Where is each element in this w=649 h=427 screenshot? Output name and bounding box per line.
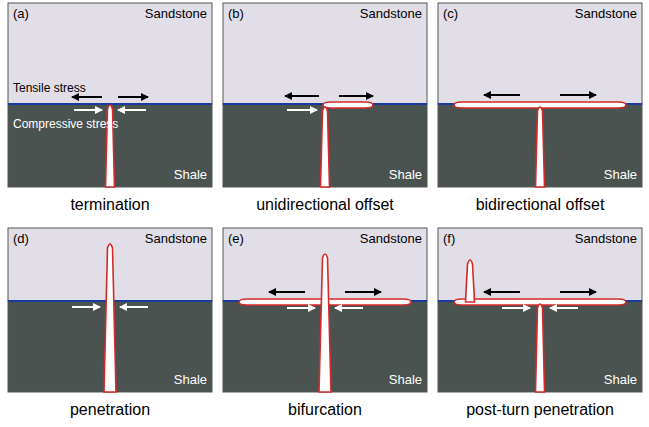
tensile-arrow xyxy=(560,291,596,293)
compressive-arrow xyxy=(120,306,148,308)
compressive-arrow xyxy=(118,109,146,111)
layer-name: Sandstone xyxy=(145,232,207,246)
layer-name: Sandstone xyxy=(145,7,207,21)
vertical-fracture xyxy=(536,304,545,392)
compressive-arrow xyxy=(74,109,102,111)
vertical-fracture xyxy=(536,107,545,187)
tensile-arrow xyxy=(484,291,520,293)
horizontal-fracture xyxy=(323,102,373,108)
tensile-arrow xyxy=(269,291,305,293)
panel-caption: termination xyxy=(70,196,149,214)
layer-name: Shale xyxy=(604,373,637,387)
stress-label: Compressive stress xyxy=(13,118,118,131)
panel-caption: unidirectional offset xyxy=(256,196,394,214)
panel-letter: (f) xyxy=(443,232,455,246)
compressive-arrow xyxy=(287,109,317,111)
shale-layer xyxy=(438,104,642,187)
shale-layer xyxy=(223,104,427,187)
panel-caption: post-turn penetration xyxy=(466,401,614,419)
tensile-arrow xyxy=(72,96,102,98)
tensile-arrow xyxy=(560,94,596,96)
layer-name: Sandstone xyxy=(575,232,637,246)
compressive-arrow xyxy=(550,307,578,309)
layer-name: Sandstone xyxy=(575,7,637,21)
panel-letter: (d) xyxy=(13,232,29,246)
tensile-arrow xyxy=(484,94,520,96)
layer-name: Shale xyxy=(389,168,422,182)
shale-layer xyxy=(8,104,212,187)
tensile-arrow xyxy=(339,95,373,97)
sandstone-layer xyxy=(8,3,212,104)
sandstone-layer xyxy=(438,228,642,301)
sandstone-layer xyxy=(223,3,427,104)
compressive-arrow xyxy=(502,307,530,309)
compressive-arrow xyxy=(72,306,100,308)
panel-caption: bifurcation xyxy=(288,401,362,419)
panel-letter: (a) xyxy=(13,7,29,21)
layer-name: Shale xyxy=(174,373,207,387)
tensile-arrow xyxy=(285,95,319,97)
compressive-arrow xyxy=(335,307,363,309)
layer-name: Shale xyxy=(174,168,207,182)
stress-label: Tensile stress xyxy=(13,82,86,95)
tensile-arrow xyxy=(345,291,381,293)
vertical-fracture xyxy=(319,254,331,392)
vertical-fracture xyxy=(466,260,475,302)
compressive-arrow xyxy=(287,307,315,309)
vertical-fracture xyxy=(104,244,116,392)
panel-letter: (b) xyxy=(228,7,244,21)
panel-letter: (e) xyxy=(228,232,244,246)
tensile-arrow xyxy=(118,96,148,98)
layer-name: Sandstone xyxy=(360,232,422,246)
layer-name: Shale xyxy=(604,168,637,182)
sandstone-layer xyxy=(438,3,642,104)
panel-caption: bidirectional offset xyxy=(476,196,605,214)
panel-caption: penetration xyxy=(70,401,150,419)
panel-letter: (c) xyxy=(443,7,458,21)
vertical-fracture xyxy=(321,107,330,187)
layer-name: Shale xyxy=(389,373,422,387)
shale-layer xyxy=(438,301,642,392)
layer-name: Sandstone xyxy=(360,7,422,21)
